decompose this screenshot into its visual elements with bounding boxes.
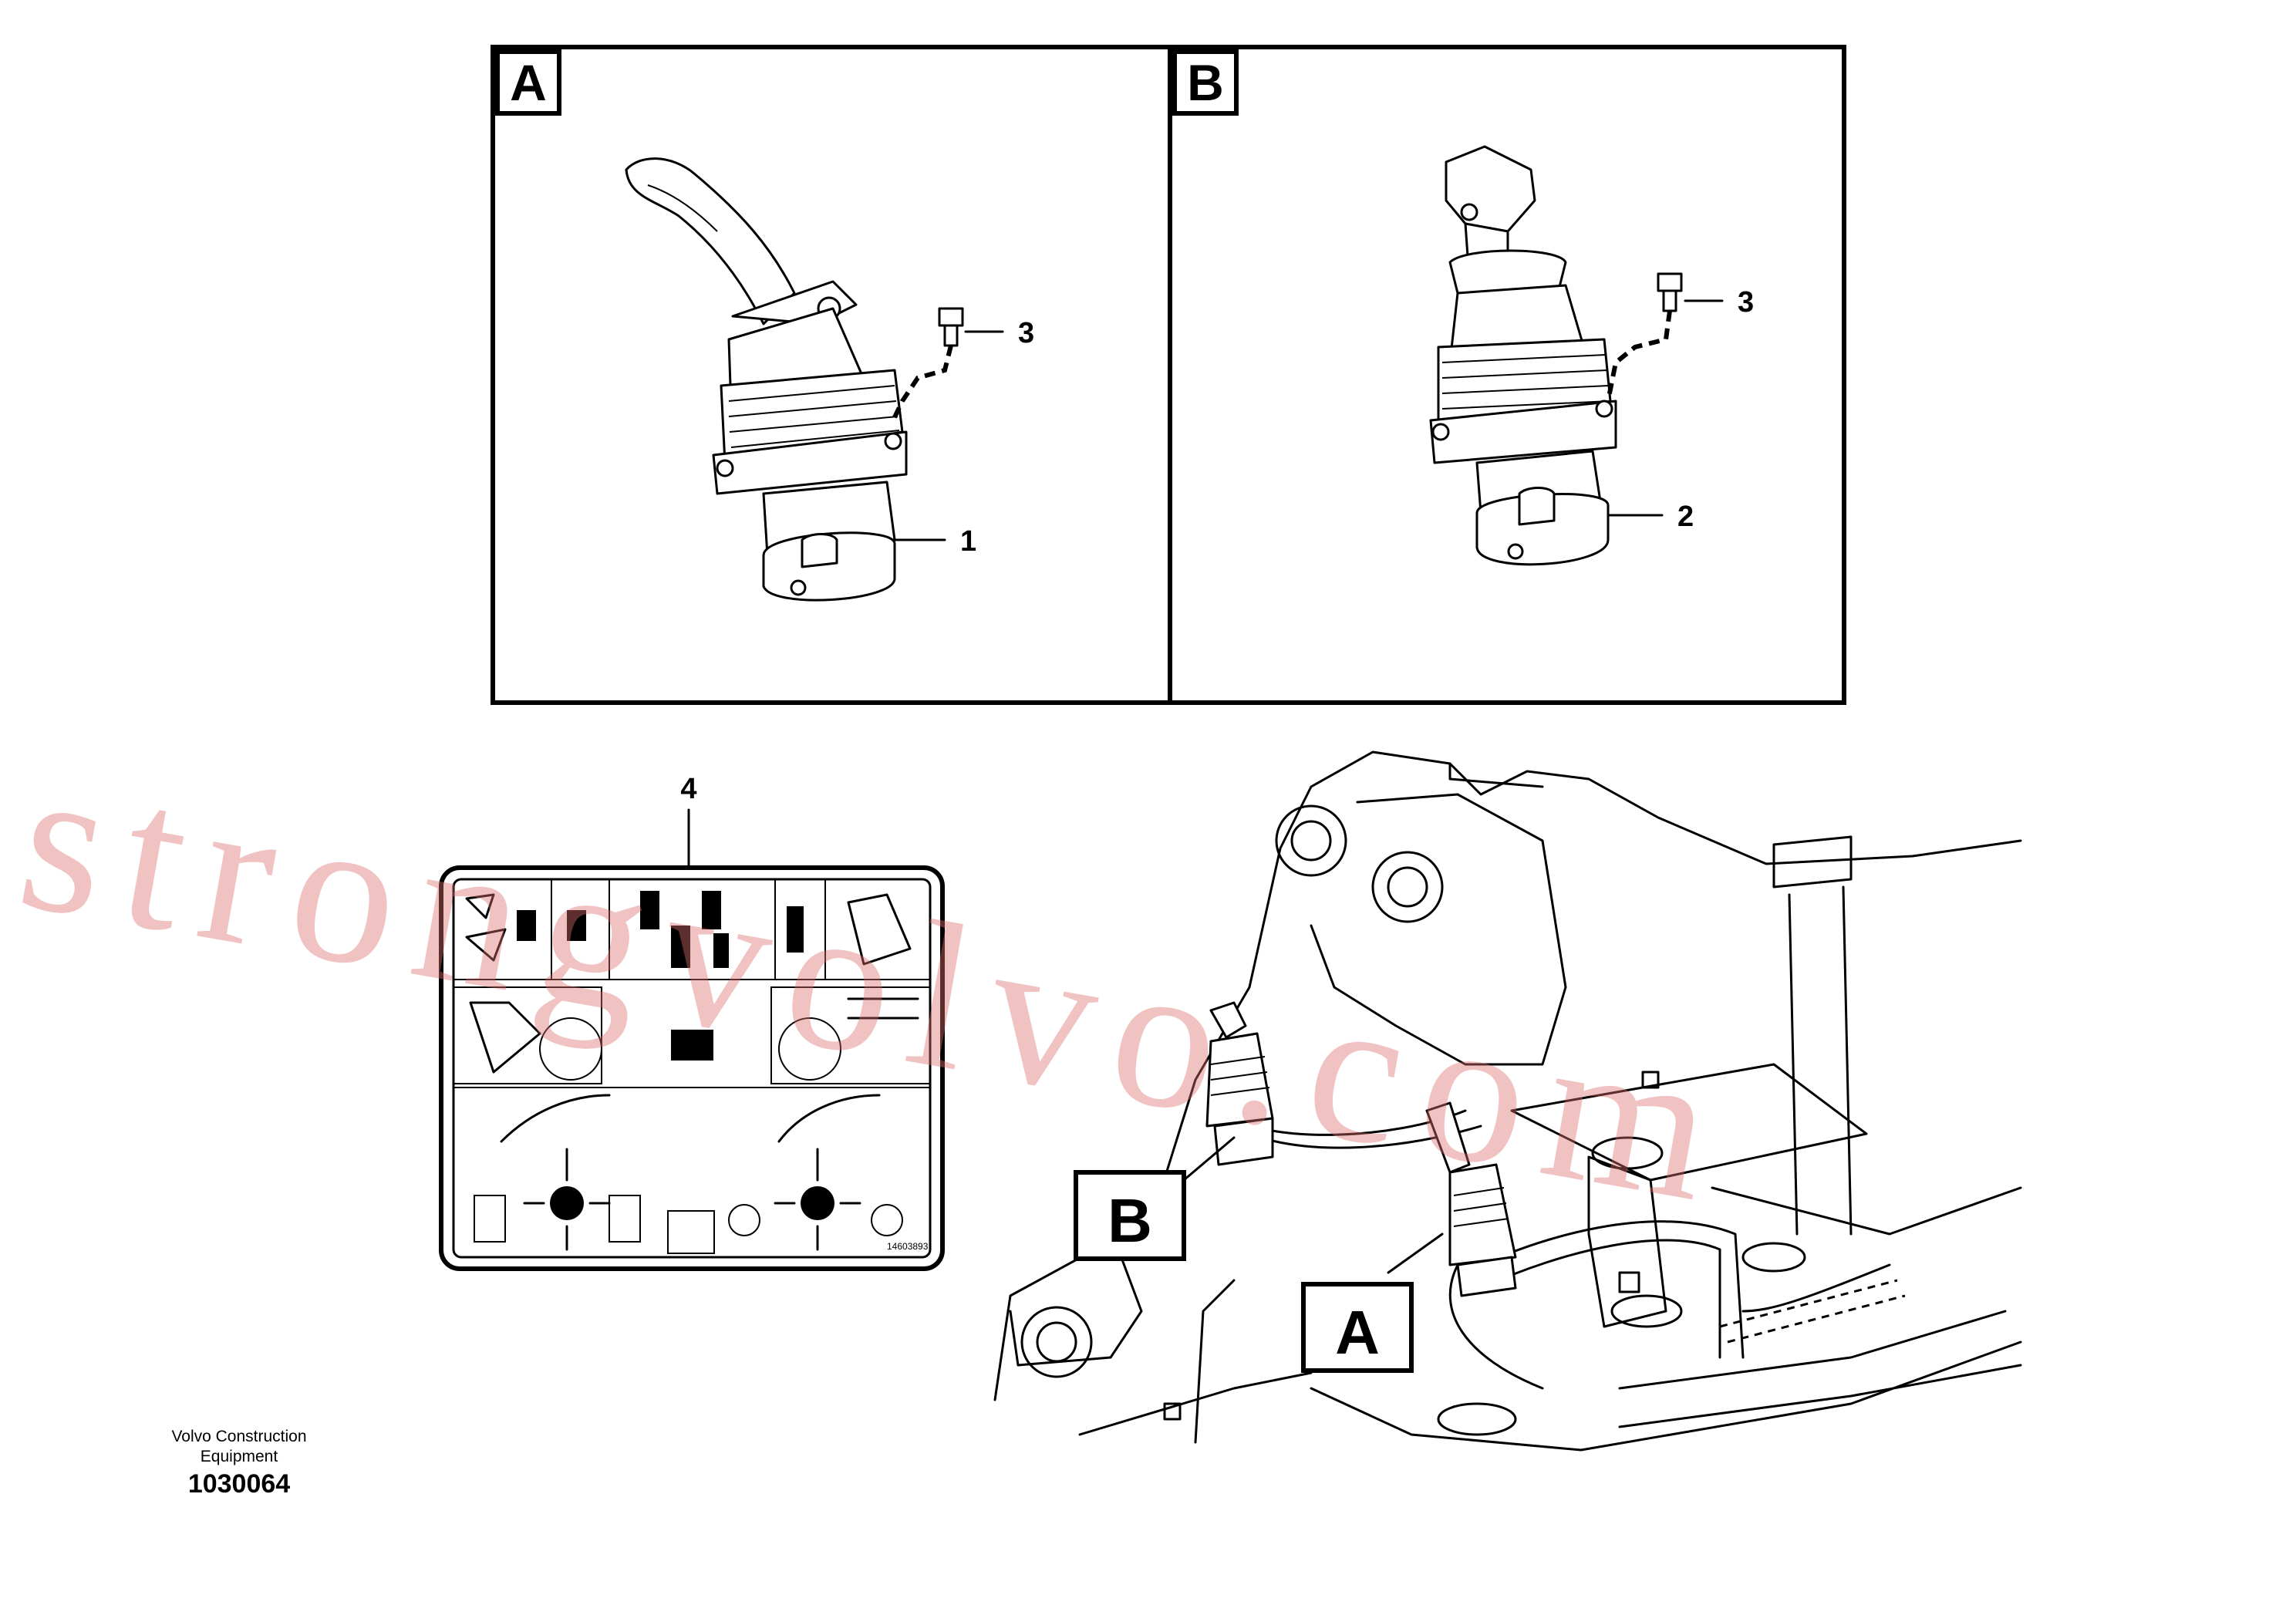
view-a-bolt-item: 3 xyxy=(1018,317,1034,349)
decal-item-number: 4 xyxy=(680,773,696,805)
callout-a-box xyxy=(1301,1282,1414,1373)
decal: 4 xyxy=(439,773,945,1271)
view-a-item-number: 1 xyxy=(960,525,976,558)
bolt-a xyxy=(891,307,1004,422)
footer-company: Volvo Construction Equipment xyxy=(131,1427,347,1467)
view-a-letter: A xyxy=(510,54,547,111)
view-b-letter: B xyxy=(1187,54,1224,111)
cab-joystick-a xyxy=(1425,1101,1517,1297)
view-b-item-number: 2 xyxy=(1677,501,1694,533)
callout-a-letter: A xyxy=(1335,1298,1380,1367)
decal-code: 14603893 xyxy=(887,1241,929,1252)
joystick-a-drawing xyxy=(625,157,908,602)
machine-overview: B A xyxy=(993,750,2022,1452)
footer-company-line2: Equipment xyxy=(200,1448,278,1465)
view-b-panel: B 3 2 xyxy=(1168,45,1846,705)
bolt-b xyxy=(1606,272,1724,402)
footer-company-line1: Volvo Construction xyxy=(171,1428,307,1445)
joystick-b-drawing xyxy=(1429,145,1617,566)
view-b-letter-box xyxy=(1172,49,1239,116)
view-b-bolt-item: 3 xyxy=(1738,286,1754,319)
drawing-number: 1030064 xyxy=(187,1469,291,1499)
view-a-letter-box xyxy=(495,49,561,116)
cab-joystick-b xyxy=(1205,1001,1274,1166)
callout-b-box xyxy=(1074,1170,1186,1261)
view-a-panel: A 3 1 xyxy=(491,45,1172,705)
decal-pictograms xyxy=(465,891,919,1254)
callout-b-letter: B xyxy=(1108,1186,1152,1255)
